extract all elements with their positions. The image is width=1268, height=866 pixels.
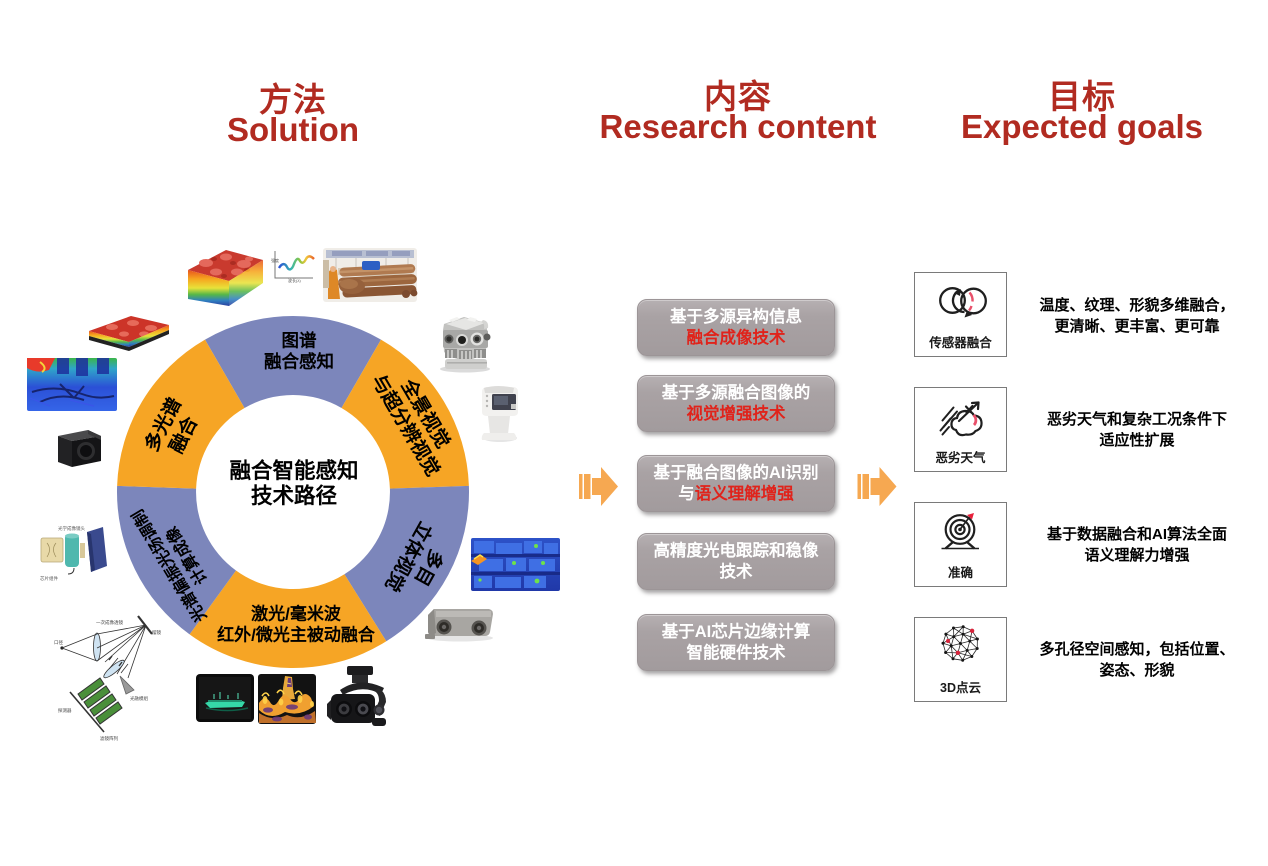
svg-text:探测器: 探测器 <box>58 707 72 714</box>
svg-text:芯片组件: 芯片组件 <box>40 575 58 582</box>
svg-text:光融模组: 光融模组 <box>130 695 148 702</box>
svg-text:摆镜: 摆镜 <box>152 629 161 636</box>
svg-text:强度: 强度 <box>271 257 279 263</box>
svg-text:一次成像透镜: 一次成像透镜 <box>96 619 123 626</box>
svg-text:光学成像镜头: 光学成像镜头 <box>58 525 85 532</box>
svg-text:口径: 口径 <box>54 639 63 646</box>
svg-text:波长(λ): 波长(λ) <box>288 277 301 283</box>
svg-text:滤镜阵列: 滤镜阵列 <box>100 735 118 742</box>
